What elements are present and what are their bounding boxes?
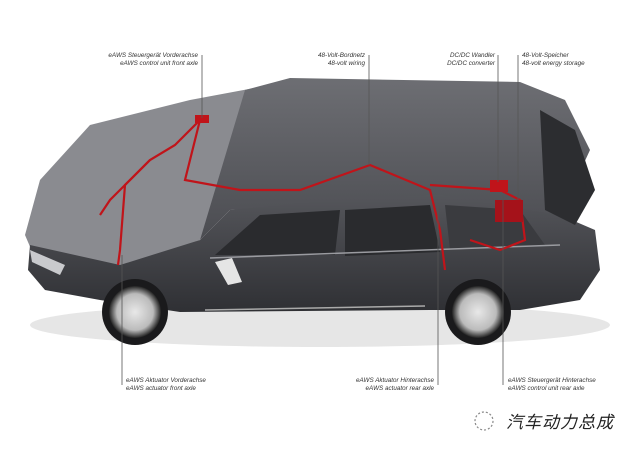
watermark: 汽车动力总成 bbox=[470, 408, 614, 433]
label-front-control-unit: eAWS Steuergerät Vorderachse eAWS contro… bbox=[108, 52, 198, 68]
label-en: 48-volt energy storage bbox=[522, 60, 585, 67]
front-control-unit bbox=[195, 115, 209, 123]
label-de: eAWS Aktuator Hinterachse bbox=[355, 377, 434, 384]
label-en: eAWS control unit front axle bbox=[120, 60, 198, 67]
label-de: 48-Volt-Bordnetz bbox=[317, 52, 365, 59]
label-storage: 48-Volt-Speicher 48-volt energy storage bbox=[522, 52, 585, 68]
label-en: eAWS control unit rear axle bbox=[508, 385, 585, 392]
roof bbox=[200, 78, 590, 240]
watermark-text: 汽车动力总成 bbox=[506, 413, 614, 432]
label-dcdc: DC/DC Wandler DC/DC converter bbox=[447, 52, 495, 68]
label-en: 48-volt wiring bbox=[327, 60, 365, 67]
mirror bbox=[215, 258, 242, 285]
label-de: eAWS Aktuator Vorderachse bbox=[126, 377, 206, 384]
rear-window bbox=[345, 205, 440, 256]
label-front-actuator: eAWS Aktuator Vorderachse eAWS actuator … bbox=[126, 377, 206, 393]
label-wiring: 48-Volt-Bordnetz 48-volt wiring bbox=[318, 52, 365, 68]
label-rear-actuator: eAWS Aktuator Hinterachse eAWS actuator … bbox=[356, 377, 434, 393]
label-en: eAWS actuator front axle bbox=[126, 385, 196, 392]
label-rear-control-unit: eAWS Steuergerät Hinterachse eAWS contro… bbox=[508, 377, 596, 393]
headlight bbox=[30, 250, 65, 275]
rear-wheel bbox=[452, 286, 504, 338]
dcdc-converter bbox=[490, 180, 508, 192]
label-de: 48-Volt-Speicher bbox=[522, 52, 569, 59]
energy-storage bbox=[495, 200, 523, 222]
hood bbox=[25, 85, 270, 270]
label-en: eAWS actuator rear axle bbox=[365, 385, 434, 392]
label-en: DC/DC converter bbox=[447, 60, 495, 67]
label-de: eAWS Steuergerät Vorderachse bbox=[108, 52, 198, 59]
leader-lines bbox=[121, 55, 519, 385]
front-window bbox=[215, 210, 340, 255]
front-wheel bbox=[109, 286, 161, 338]
wechat-icon bbox=[474, 410, 494, 431]
rear-glass bbox=[540, 110, 595, 225]
label-de: eAWS Steuergerät Hinterachse bbox=[508, 377, 596, 384]
label-de: DC/DC Wandler bbox=[449, 52, 495, 59]
